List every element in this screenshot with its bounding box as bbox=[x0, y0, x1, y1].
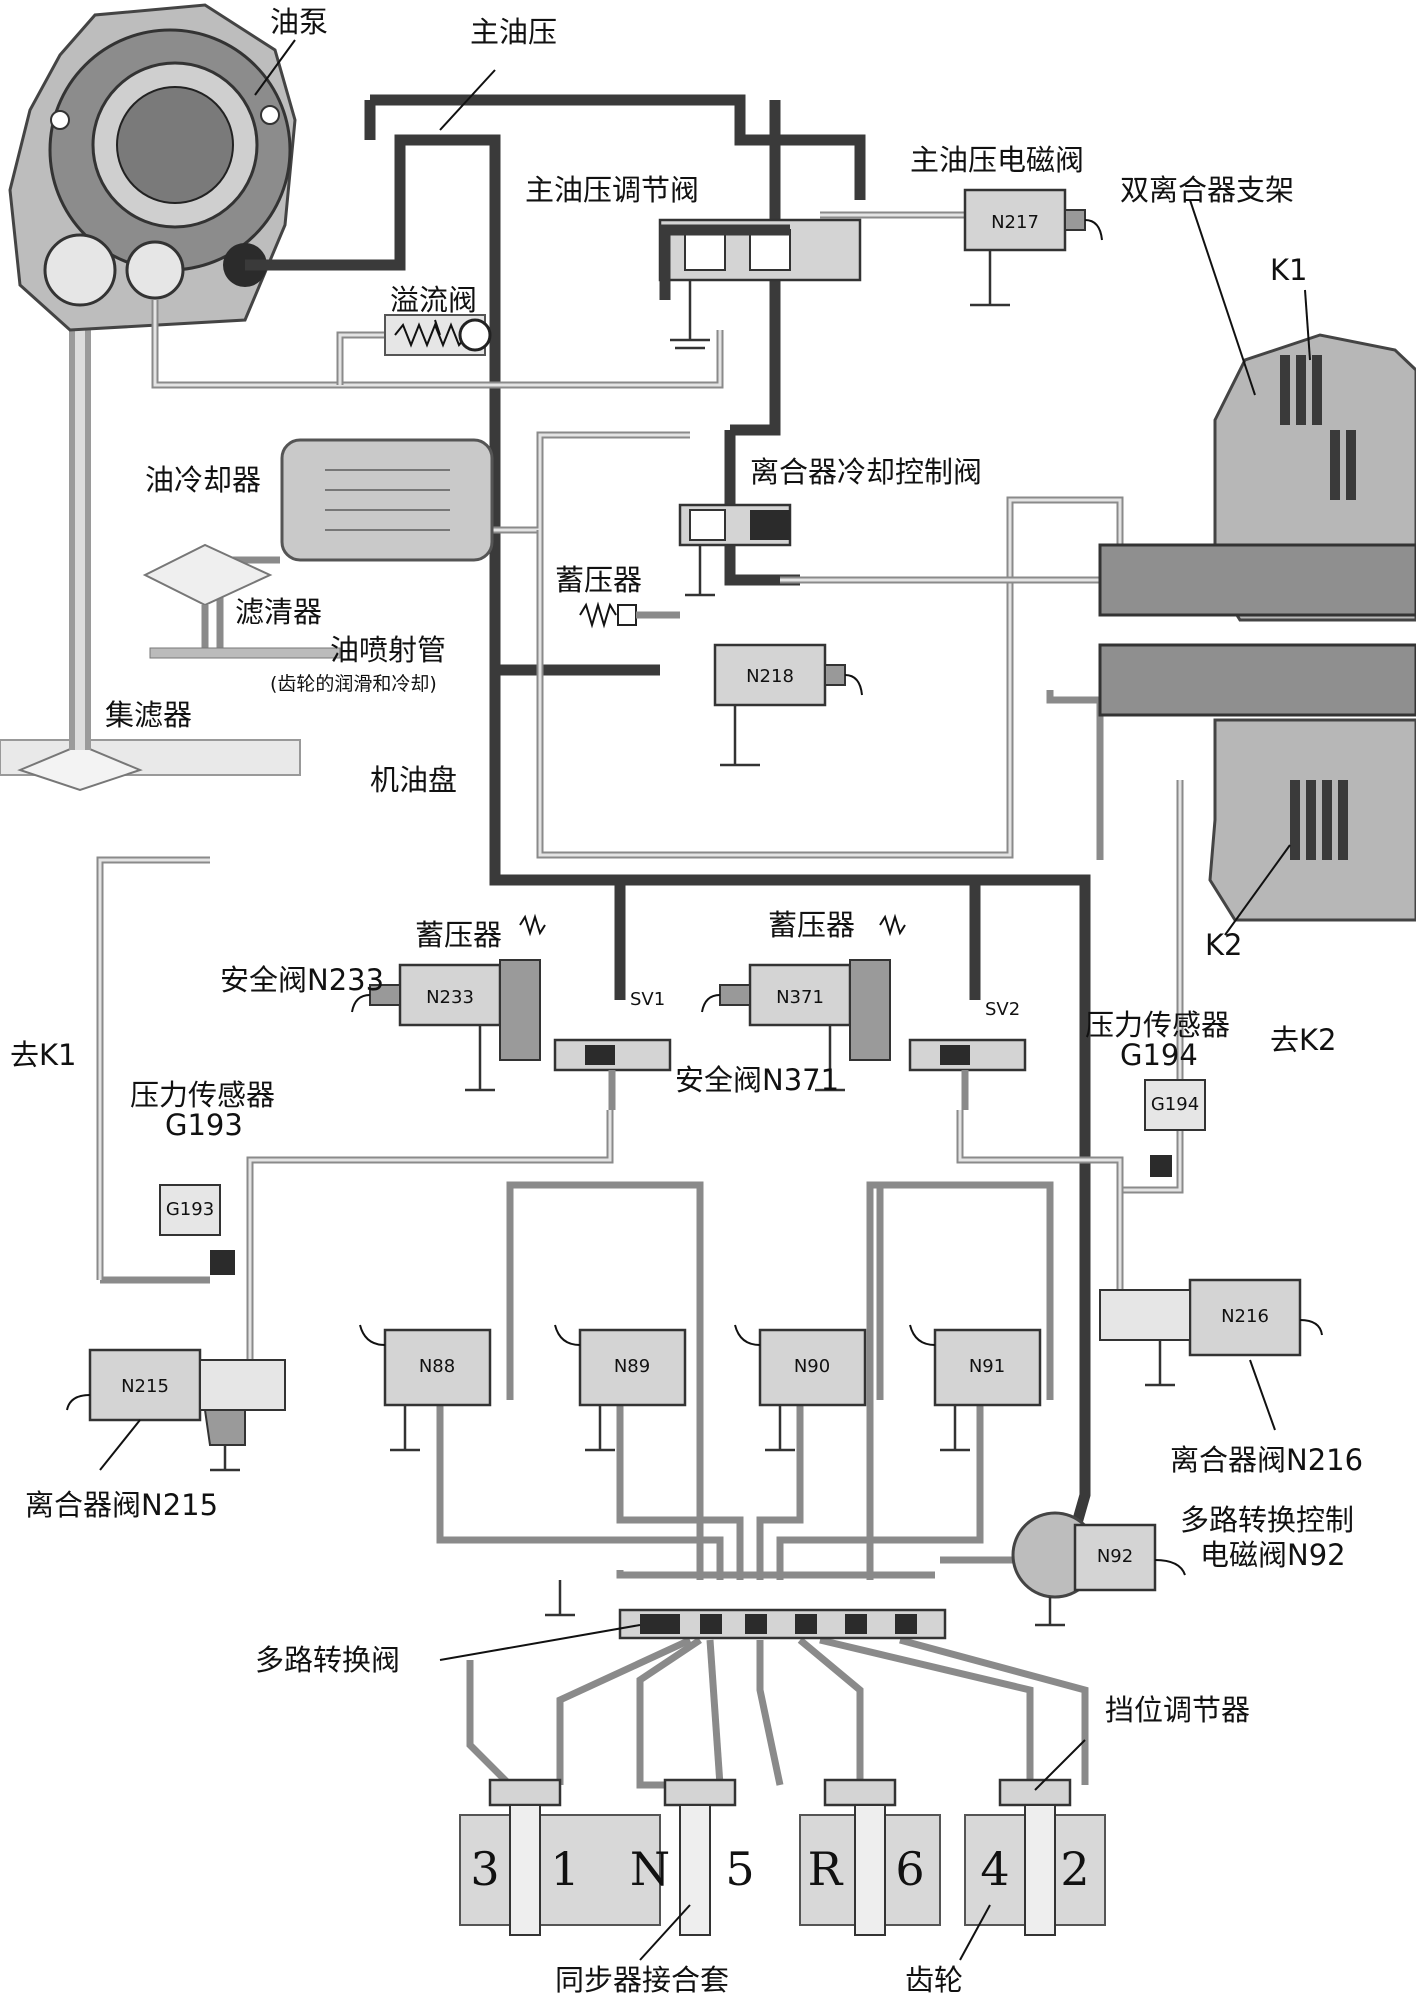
n233-label: N233 bbox=[426, 987, 474, 1008]
sv1-valve bbox=[553, 1038, 672, 1110]
label-safety-valve-n371: 安全阀N371 bbox=[675, 1063, 839, 1097]
gear-label-4: 5 bbox=[725, 1842, 754, 1896]
label-g194-line1: 压力传感器 bbox=[1085, 1008, 1230, 1042]
label-multiplex-control-line1: 多路转换控制 bbox=[1180, 1503, 1354, 1537]
label-to-k2: 去K2 bbox=[1270, 1023, 1336, 1057]
pressure-sensor-g194: G194 bbox=[1144, 1079, 1206, 1177]
main-pressure-solenoid-n217: N217 bbox=[963, 188, 1103, 307]
label-g193-line2: G193 bbox=[165, 1108, 243, 1142]
n217-label: N217 bbox=[991, 212, 1039, 233]
accumulator-top bbox=[579, 601, 680, 629]
multiplex-valve bbox=[545, 1580, 947, 1640]
label-gear: 齿轮 bbox=[905, 1963, 963, 1993]
solenoid-n91: N91 bbox=[909, 1324, 1042, 1452]
gear-label-6: 6 bbox=[895, 1842, 924, 1896]
filter bbox=[142, 543, 341, 659]
label-clutch-cooling-valve: 离合器冷却控制阀 bbox=[750, 455, 982, 489]
gear-label-2: 1 bbox=[550, 1842, 579, 1896]
overflow-valve bbox=[384, 314, 492, 356]
solenoid-n89: N89 bbox=[554, 1324, 687, 1452]
sv2-valve bbox=[908, 1038, 1027, 1110]
low-pressure-lines bbox=[96, 211, 1184, 1789]
safety-valve-n371: N371 bbox=[701, 913, 906, 1092]
label-oil-pump: 油泵 bbox=[270, 5, 328, 39]
oil-cooler bbox=[280, 438, 494, 562]
gear-label-8: 2 bbox=[1060, 1842, 1089, 1896]
label-overflow-valve: 溢流阀 bbox=[390, 283, 477, 317]
label-clutch-valve-n216: 离合器阀N216 bbox=[1170, 1443, 1363, 1477]
n90-label: N90 bbox=[794, 1356, 830, 1377]
g193-label: G193 bbox=[166, 1199, 214, 1220]
n92-label: N92 bbox=[1097, 1546, 1133, 1567]
label-multiplex-control-line2: 电磁阀N92 bbox=[1200, 1538, 1346, 1572]
main-pressure-line bbox=[245, 94, 1091, 1532]
n218-label: N218 bbox=[746, 666, 794, 687]
multiplex-solenoid-n92: N92 bbox=[1011, 1511, 1186, 1627]
label-oil-pan: 机油盘 bbox=[370, 763, 457, 797]
label-g193-line1: 压力传感器 bbox=[130, 1078, 275, 1112]
gear-label-1: 3 bbox=[470, 1842, 499, 1896]
n88-label: N88 bbox=[419, 1356, 455, 1377]
n216-label: N216 bbox=[1221, 1306, 1269, 1327]
label-accumulator-right: 蓄压器 bbox=[768, 908, 855, 942]
label-safety-valve-n233: 安全阀N233 bbox=[220, 963, 384, 997]
oil-pump bbox=[8, 3, 297, 332]
label-gear-actuator: 挡位调节器 bbox=[1105, 1693, 1250, 1727]
label-sv2: SV2 bbox=[985, 999, 1020, 1020]
n89-label: N89 bbox=[614, 1356, 650, 1377]
label-g194-line2: G194 bbox=[1120, 1038, 1198, 1072]
label-k2: K2 bbox=[1205, 928, 1242, 962]
n215-label: N215 bbox=[121, 1376, 169, 1397]
gear-label-5: R bbox=[808, 1842, 844, 1896]
n91-label: N91 bbox=[969, 1356, 1005, 1377]
label-to-k1: 去K1 bbox=[10, 1038, 76, 1072]
label-sv1: SV1 bbox=[630, 989, 665, 1010]
label-main-pressure-solenoid: 主油压电磁阀 bbox=[910, 143, 1084, 177]
main-pressure-regulating-valve bbox=[658, 218, 862, 350]
label-clutch-valve-n215: 离合器阀N215 bbox=[25, 1488, 218, 1522]
g194-label: G194 bbox=[1151, 1094, 1199, 1115]
label-dual-clutch-carrier: 双离合器支架 bbox=[1120, 173, 1294, 207]
oil-pan bbox=[0, 270, 301, 792]
label-accumulator-top: 蓄压器 bbox=[555, 563, 642, 597]
label-strainer: 集滤器 bbox=[105, 698, 192, 732]
label-multiplex-valve: 多路转换阀 bbox=[255, 1643, 400, 1677]
solenoid-n218: N218 bbox=[713, 643, 863, 767]
safety-valve-n233: N233 bbox=[351, 913, 546, 1092]
label-synchronizer-sleeve: 同步器接合套 bbox=[555, 1963, 729, 1993]
n371-label: N371 bbox=[776, 987, 824, 1008]
solenoid-n90: N90 bbox=[734, 1324, 867, 1452]
dual-clutch bbox=[1098, 333, 1416, 922]
label-accumulator-left: 蓄压器 bbox=[415, 918, 502, 952]
clutch-cooling-control-valve bbox=[678, 503, 792, 597]
label-oil-jet: 油喷射管 bbox=[330, 633, 446, 667]
gear-label-7: 4 bbox=[980, 1842, 1009, 1896]
pressure-sensor-g193: G193 bbox=[159, 1184, 235, 1275]
label-filter: 滤清器 bbox=[235, 595, 322, 629]
clutch-valve-n215: N215 bbox=[66, 1348, 286, 1472]
clutch-valve-n216: N216 bbox=[1099, 1278, 1323, 1387]
solenoid-n88: N88 bbox=[359, 1324, 492, 1452]
label-main-pressure: 主油压 bbox=[470, 15, 557, 49]
gear-set: 3 1 N 5 R 6 4 2 bbox=[459, 1804, 1106, 1936]
label-main-pressure-reg-valve: 主油压调节阀 bbox=[525, 173, 699, 207]
label-oil-cooler: 油冷却器 bbox=[145, 463, 261, 497]
label-oil-jet-note: (齿轮的润滑和冷却) bbox=[270, 673, 437, 695]
label-k1: K1 bbox=[1270, 253, 1307, 287]
gear-label-3: N bbox=[630, 1842, 670, 1896]
